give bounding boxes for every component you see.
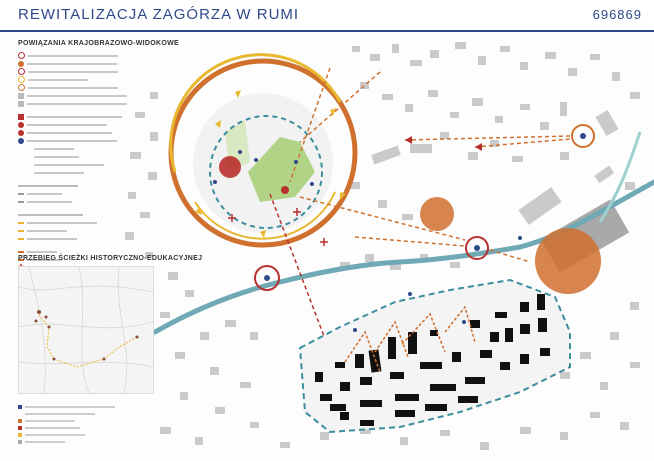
red-circle-hill bbox=[219, 156, 241, 178]
legend-row bbox=[18, 235, 138, 242]
red-crosses bbox=[228, 208, 328, 246]
header-bar: REWITALIZACJA ZAGÓRZA W RUMI 696869 bbox=[0, 0, 654, 32]
legend-row bbox=[18, 68, 138, 75]
legend-row bbox=[18, 60, 138, 67]
teal-dash-ring bbox=[209, 115, 323, 229]
orange-circle-center bbox=[420, 197, 454, 231]
legend-row bbox=[18, 190, 138, 197]
legend-row bbox=[18, 113, 138, 120]
legend-panel: ✚ bbox=[18, 52, 138, 280]
red-circle-icon bbox=[18, 52, 25, 59]
blue-circle-icon bbox=[18, 137, 24, 144]
landscape-section-title: POWIĄZANIA KRAJOBRAZOWO-WIDOKOWE bbox=[18, 40, 179, 47]
trail-line bbox=[38, 314, 138, 368]
orange-line-icon bbox=[18, 250, 24, 253]
yellow-arc-2 bbox=[194, 191, 336, 240]
path-legend bbox=[18, 404, 118, 446]
legend-row bbox=[18, 182, 138, 189]
yellow-line-icon bbox=[18, 229, 24, 232]
orange-square-icon bbox=[18, 419, 22, 423]
yellow-arc bbox=[169, 53, 342, 173]
gray-square-icon bbox=[18, 440, 22, 444]
legend-row bbox=[18, 198, 138, 205]
viewpoint-west bbox=[254, 265, 280, 291]
red-square-icon bbox=[18, 113, 24, 120]
red-circle-icon bbox=[18, 68, 25, 75]
yellow-line-icon bbox=[18, 237, 24, 240]
legend-row bbox=[18, 137, 138, 144]
estate-blocks bbox=[315, 294, 550, 426]
path-section-title: PRZEBIEG ŚCIEŻKI HISTORYCZNO-EDUKACYJNEJ bbox=[18, 255, 203, 262]
page-title: REWITALIZACJA ZAGÓRZA W RUMI bbox=[18, 6, 300, 23]
gray-square-icon bbox=[18, 100, 24, 107]
legend-row bbox=[18, 100, 138, 107]
red-dot-hill bbox=[281, 186, 289, 194]
hill-markers bbox=[213, 150, 314, 186]
legend-row bbox=[18, 84, 138, 91]
blue-square-icon bbox=[18, 405, 22, 409]
legend-row bbox=[18, 256, 138, 263]
legend-row bbox=[18, 92, 138, 99]
orange-circle-icon bbox=[18, 60, 24, 67]
orange-circle-icon bbox=[18, 84, 25, 91]
path-inset-map bbox=[18, 266, 154, 394]
legend-row bbox=[18, 248, 138, 255]
yellow-triangles bbox=[195, 90, 346, 238]
gray-line-icon bbox=[18, 192, 24, 195]
yellow-circle-icon bbox=[18, 76, 25, 83]
legend-row bbox=[18, 129, 138, 136]
viewpoint-east bbox=[571, 124, 595, 148]
project-code: 696869 bbox=[592, 7, 642, 22]
estate-blue-dots bbox=[353, 236, 522, 332]
orange-circle-east bbox=[535, 228, 601, 294]
estate-orange-paths bbox=[344, 305, 476, 373]
legend-row bbox=[18, 121, 138, 128]
orange-line-icon bbox=[18, 258, 24, 261]
yellow-square-icon bbox=[18, 433, 22, 437]
viewpoint-center bbox=[465, 236, 489, 260]
gray-square-icon bbox=[18, 92, 24, 99]
green-area bbox=[248, 137, 315, 202]
site-map bbox=[125, 42, 654, 450]
legend-row bbox=[18, 211, 138, 218]
yellow-line-icon bbox=[18, 221, 24, 224]
red-circle-icon bbox=[18, 121, 24, 128]
legend-row bbox=[18, 76, 138, 83]
red-square-icon bbox=[18, 426, 22, 430]
gray-line-icon bbox=[18, 200, 24, 203]
legend-row bbox=[18, 227, 138, 234]
red-circle-icon bbox=[18, 129, 24, 136]
legend-row bbox=[18, 219, 138, 226]
legend-row bbox=[18, 52, 138, 59]
stream bbox=[598, 131, 642, 223]
